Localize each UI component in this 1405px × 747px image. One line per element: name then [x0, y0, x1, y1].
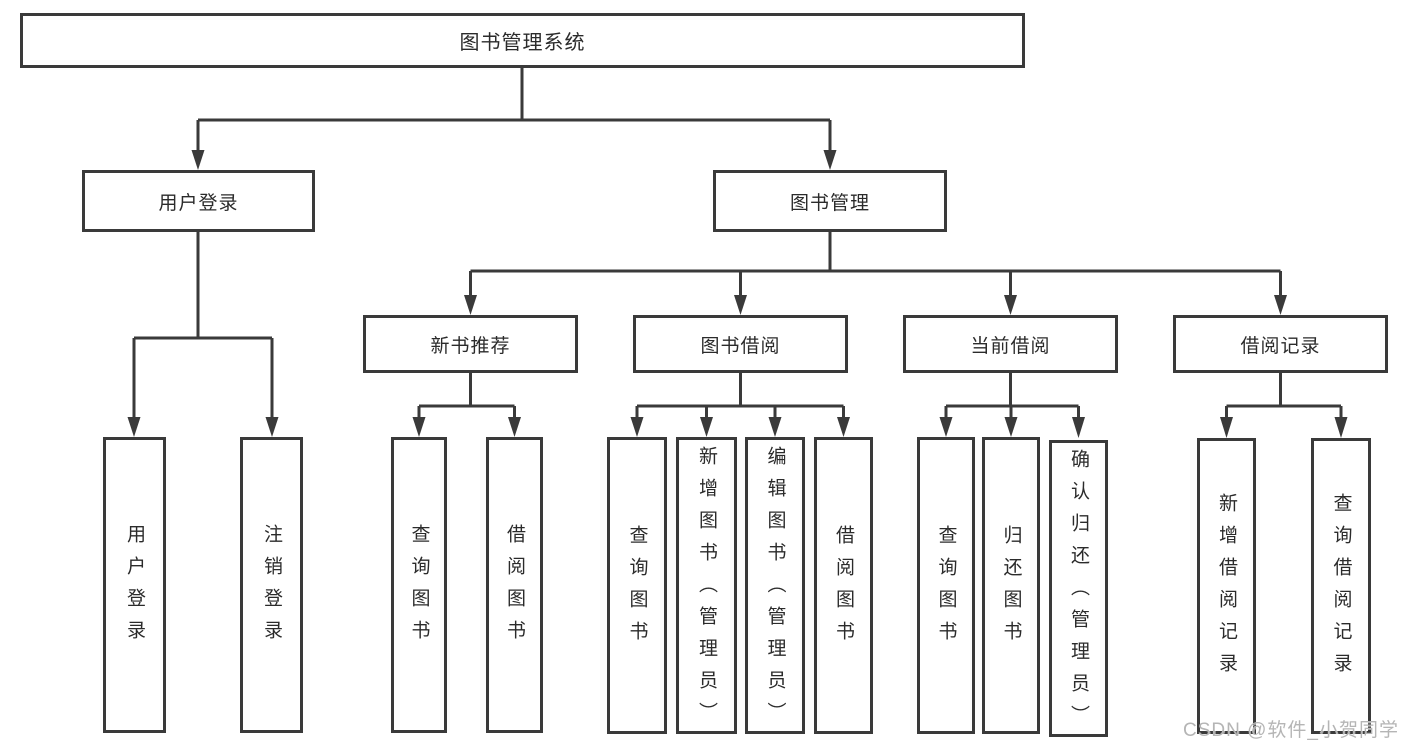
- leaf-return-books: 归还图书: [982, 437, 1040, 734]
- leaf-user-login: 用户登录: [103, 437, 166, 733]
- leaf-edit-books-admin: 编辑图书（管理员）: [745, 437, 805, 734]
- node-book-borrow: 图书借阅: [633, 315, 848, 373]
- node-book-management: 图书管理: [713, 170, 947, 232]
- node-user-login: 用户登录: [82, 170, 315, 232]
- node-library-system: 图书管理系统: [20, 13, 1025, 68]
- leaf-query-books-borrow: 查询图书: [607, 437, 667, 734]
- leaf-query-books-current: 查询图书: [917, 437, 975, 734]
- connector-user-login-children: [127, 232, 279, 437]
- leaf-add-books-admin: 新增图书（管理员）: [676, 437, 737, 734]
- connector-book-mgmt-children: [464, 232, 1287, 315]
- node-borrow-records: 借阅记录: [1173, 315, 1388, 373]
- leaf-borrow-books-borrow: 借阅图书: [814, 437, 873, 734]
- connector-current-borrow-children: [939, 373, 1085, 438]
- leaf-add-borrow-record: 新增借阅记录: [1197, 438, 1256, 734]
- node-current-borrow: 当前借阅: [903, 315, 1118, 373]
- connector-root-to-level2: [191, 68, 837, 170]
- leaf-borrow-books-newbooks: 借阅图书: [486, 437, 543, 733]
- leaf-query-borrow-record: 查询借阅记录: [1311, 438, 1371, 734]
- csdn-watermark: CSDN @软件_小贺同学: [1183, 720, 1399, 741]
- connector-book-borrow-children: [630, 373, 850, 437]
- connector-new-books-children: [412, 373, 521, 437]
- connector-borrow-records-children: [1220, 373, 1348, 438]
- leaf-query-books-newbooks: 查询图书: [391, 437, 447, 733]
- leaf-confirm-return-admin: 确认归还（管理员）: [1049, 440, 1108, 737]
- node-new-book-recommend: 新书推荐: [363, 315, 578, 373]
- leaf-logout: 注销登录: [240, 437, 303, 733]
